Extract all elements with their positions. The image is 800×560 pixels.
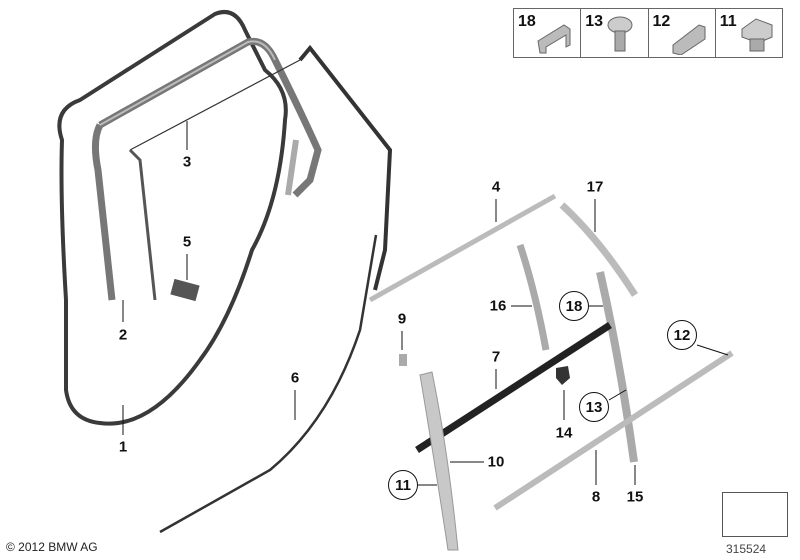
fastener-legend: 18 13 12 11: [513, 8, 783, 58]
callout-18[interactable]: 18: [559, 291, 589, 321]
leader-lines: [122, 121, 729, 486]
diagram-id: 315524: [726, 542, 767, 556]
callout-1[interactable]: 1: [118, 438, 128, 456]
part-5-block[interactable]: [170, 278, 200, 302]
part-15-channel[interactable]: [596, 271, 638, 463]
callout-11[interactable]: 11: [388, 470, 418, 500]
part-4-strip[interactable]: [368, 193, 557, 303]
callout-3[interactable]: 3: [182, 153, 192, 171]
part-14-clip[interactable]: [556, 366, 570, 385]
part-17-trim[interactable]: [559, 202, 638, 297]
part-1-door-seal[interactable]: [57, 10, 288, 426]
legend-number: 12: [652, 13, 671, 30]
callout-8[interactable]: 8: [591, 488, 601, 506]
part-9-clip[interactable]: [399, 354, 407, 366]
legend-number: 13: [585, 13, 604, 30]
screw-icon: [607, 16, 632, 52]
part-10-pillar-trim[interactable]: [419, 371, 459, 551]
copyright: © 2012 BMW AG: [6, 540, 98, 554]
legend-item-18[interactable]: 18: [514, 9, 582, 57]
legend-number: 18: [518, 13, 536, 30]
part-8-strip[interactable]: [493, 350, 734, 511]
legend-item-12[interactable]: 12: [649, 9, 716, 57]
part-7-seal[interactable]: [415, 322, 612, 453]
expanding-nut-icon: [741, 18, 773, 52]
legend-item-11[interactable]: 11: [716, 9, 782, 57]
callout-12[interactable]: 12: [667, 320, 697, 350]
callout-5[interactable]: 5: [182, 233, 192, 251]
callout-14[interactable]: 14: [555, 424, 573, 442]
callout-2[interactable]: 2: [118, 326, 128, 344]
callout-13[interactable]: 13: [579, 392, 609, 422]
callout-17[interactable]: 17: [586, 178, 604, 196]
callout-6[interactable]: 6: [290, 369, 300, 387]
legend-item-13[interactable]: 13: [581, 9, 649, 57]
callout-10[interactable]: 10: [487, 453, 505, 471]
edge-clip-icon: [672, 24, 706, 55]
clip-bracket-icon: [537, 24, 571, 54]
orientation-box: [722, 492, 788, 537]
legend-number: 11: [719, 13, 737, 30]
callout-16[interactable]: 16: [489, 297, 507, 315]
callout-15[interactable]: 15: [626, 488, 644, 506]
part-2-window-channel[interactable]: [91, 37, 322, 301]
callout-4[interactable]: 4: [491, 178, 501, 196]
part-3-glass-guide[interactable]: [128, 44, 393, 534]
callout-9[interactable]: 9: [397, 310, 407, 328]
callout-7[interactable]: 7: [491, 348, 501, 366]
part-16-trim[interactable]: [516, 243, 550, 351]
